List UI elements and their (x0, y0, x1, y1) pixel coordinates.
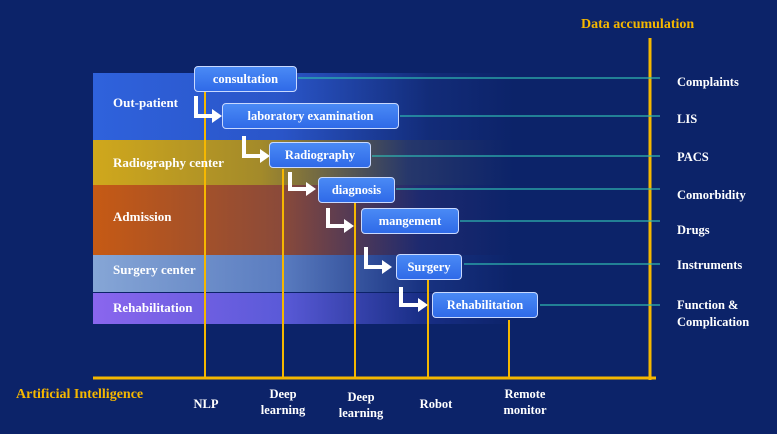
step-surgery[interactable]: Surgery (396, 254, 462, 280)
band-label-radiography-center: Radiography center (113, 155, 224, 170)
ai-label-nlp: NLP (166, 396, 246, 412)
ai-label-deep-learning-1: Deep learning (243, 386, 323, 418)
data-label-complaints: Complaints (677, 75, 739, 89)
ai-label-remote-monitor: Remote monitor (485, 386, 565, 418)
step-consultation[interactable]: consultation (194, 66, 297, 92)
y-axis-title: Data accumulation (581, 17, 695, 32)
connector-lines (298, 77, 660, 306)
step-mangement[interactable]: mangement (361, 208, 459, 234)
step-laboratory-examination[interactable]: laboratory examination (222, 103, 399, 129)
data-label-pacs: PACS (677, 150, 709, 164)
ai-label-remote-monitor-line2: monitor (503, 403, 547, 417)
arrow-4 (326, 208, 344, 228)
ai-label-deep-learning-2-line1: Deep (347, 390, 375, 404)
band-label-rehabilitation: Rehabilitation (113, 300, 193, 315)
arrow-heads (212, 109, 428, 312)
arrowhead-4 (344, 219, 354, 233)
arrowhead-6 (418, 298, 428, 312)
ai-label-deep-learning-1-line1: Deep (269, 387, 297, 401)
arrowhead-1 (212, 109, 222, 123)
step-rehabilitation[interactable]: Rehabilitation (432, 292, 538, 318)
x-axis-title: Artificial Intelligence (16, 387, 144, 402)
arrow-2 (242, 136, 260, 158)
step-radiography[interactable]: Radiography (269, 142, 371, 168)
arrow-6 (399, 287, 418, 307)
arrow-1 (194, 96, 212, 118)
band-label-admission: Admission (113, 209, 172, 224)
ai-drop-lines (204, 91, 510, 378)
arrowhead-3 (306, 182, 316, 196)
band-label-out-patient: Out-patient (113, 95, 178, 110)
ai-label-deep-learning-2: Deep learning (321, 389, 401, 421)
data-label-lis: LIS (677, 112, 698, 126)
step-arrows (194, 96, 418, 307)
ai-label-nlp-line1: NLP (193, 397, 219, 411)
data-label-instruments: Instruments (677, 258, 743, 272)
ai-label-robot: Robot (396, 396, 476, 412)
step-diagnosis[interactable]: diagnosis (318, 177, 395, 203)
data-label-complication: Complication (677, 315, 750, 329)
band-label-surgery-center: Surgery center (113, 262, 196, 277)
ai-label-robot-line1: Robot (419, 397, 453, 411)
data-label-comorbidity: Comorbidity (677, 188, 746, 202)
arrowhead-5 (382, 260, 392, 274)
ai-label-deep-learning-1-line2: learning (260, 403, 306, 417)
data-label-drugs: Drugs (677, 223, 710, 237)
arrow-5 (364, 247, 382, 269)
arrowhead-2 (260, 149, 270, 163)
ai-label-remote-monitor-line1: Remote (504, 387, 546, 401)
ai-label-deep-learning-2-line2: learning (338, 406, 384, 420)
data-label-function: Function & (677, 298, 739, 312)
arrow-3 (288, 172, 306, 191)
